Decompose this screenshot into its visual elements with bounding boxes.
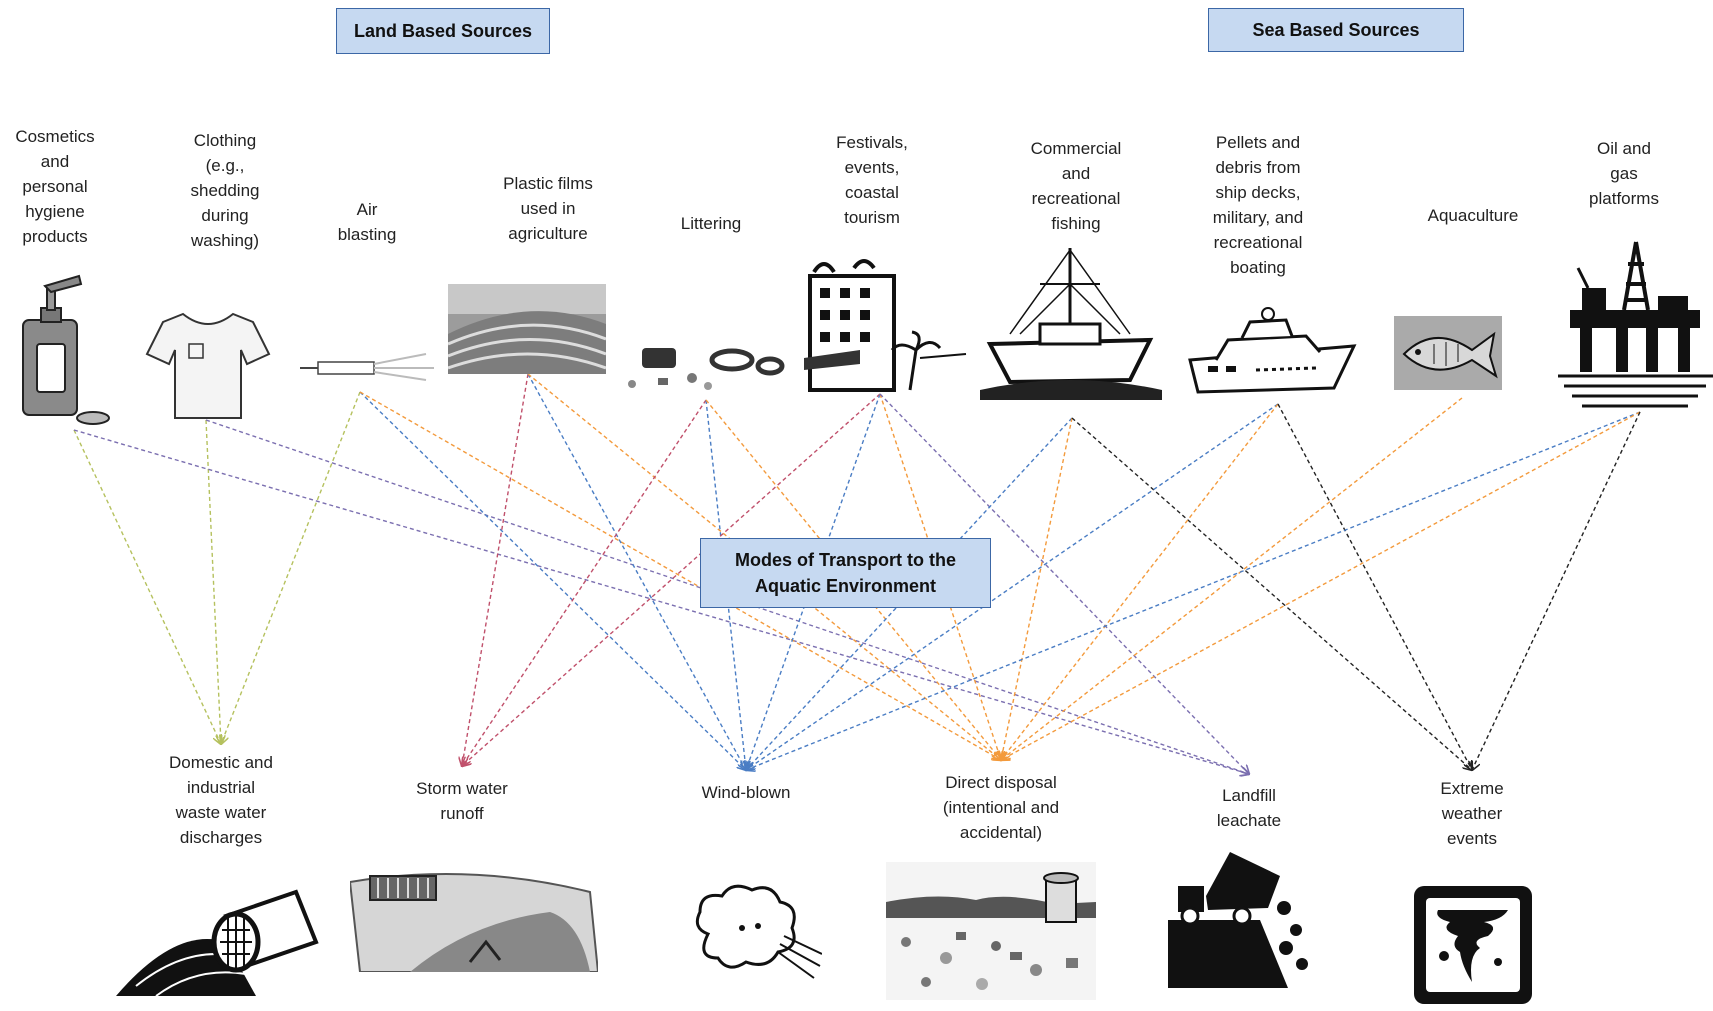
litter-debris-icon (628, 348, 785, 390)
link-line (1472, 411, 1641, 770)
mode-label-extreme-weather: Extreme weather events (1440, 779, 1504, 848)
link-line (1001, 411, 1641, 760)
trash-beach-icon (886, 862, 1096, 1000)
link-line (73, 429, 1249, 774)
hotel-building-icon (804, 259, 967, 392)
link-line (73, 429, 221, 744)
link-line (462, 399, 707, 766)
air-blaster-icon (300, 353, 434, 381)
oil-platform-icon (1558, 241, 1713, 408)
fishing-boat-icon (980, 248, 1162, 400)
tshirt-icon (145, 312, 271, 419)
source-label-oil-gas: Oil and gas platforms (1589, 139, 1659, 208)
land-based-sources-header: Land Based Sources (336, 8, 550, 54)
mode-label-wind-blown: Wind-blown (701, 783, 791, 802)
wind-cloud-icon (695, 884, 822, 979)
source-label-pellets: Pellets and debris from ship decks, mili… (1212, 133, 1304, 277)
mode-label-domestic: Domestic and industrial waste water disc… (169, 753, 273, 847)
sea-based-sources-header: Sea Based Sources (1208, 8, 1464, 52)
source-label-plastic-films: Plastic films used in agriculture (503, 174, 593, 243)
link-line (1277, 403, 1472, 770)
link-line (221, 391, 361, 744)
storm-drain-icon (350, 873, 598, 972)
source-label-cosmetics: Cosmetics and personal hygiene products (15, 127, 95, 246)
source-label-air-blasting: Air blasting (337, 200, 397, 244)
source-label-clothing: Clothing (e.g., shedding during washing) (190, 131, 260, 250)
mode-label-direct-disposal: Direct disposal (intentional and acciden… (942, 773, 1060, 842)
source-label-aquaculture: Aquaculture (1427, 206, 1519, 225)
link-line (1001, 397, 1463, 760)
link-line (462, 373, 529, 766)
mode-label-storm-water: Storm water runoff (416, 779, 508, 823)
drain-pipe-icon (116, 889, 319, 997)
plastic-film-field-icon (448, 284, 606, 374)
link-line (205, 419, 221, 744)
link-line (1001, 403, 1279, 760)
link-line (1071, 417, 1472, 770)
mode-label-landfill: Landfill leachate (1216, 786, 1282, 830)
fish-icon (1394, 316, 1502, 390)
source-label-fishing: Commercial and recreational fishing (1030, 139, 1122, 233)
source-label-littering: Littering (680, 214, 742, 233)
tornado-icon (1414, 886, 1532, 1004)
pump-bottle-icon (22, 274, 110, 425)
modes-of-transport-header: Modes of Transport to the Aquatic Enviro… (700, 538, 991, 608)
link-line (1001, 417, 1073, 760)
dump-truck-icon (1168, 852, 1308, 988)
yacht-icon (1188, 307, 1357, 394)
source-label-festivals: Festivals, events, coastal tourism (836, 133, 908, 227)
link-line (359, 391, 746, 770)
